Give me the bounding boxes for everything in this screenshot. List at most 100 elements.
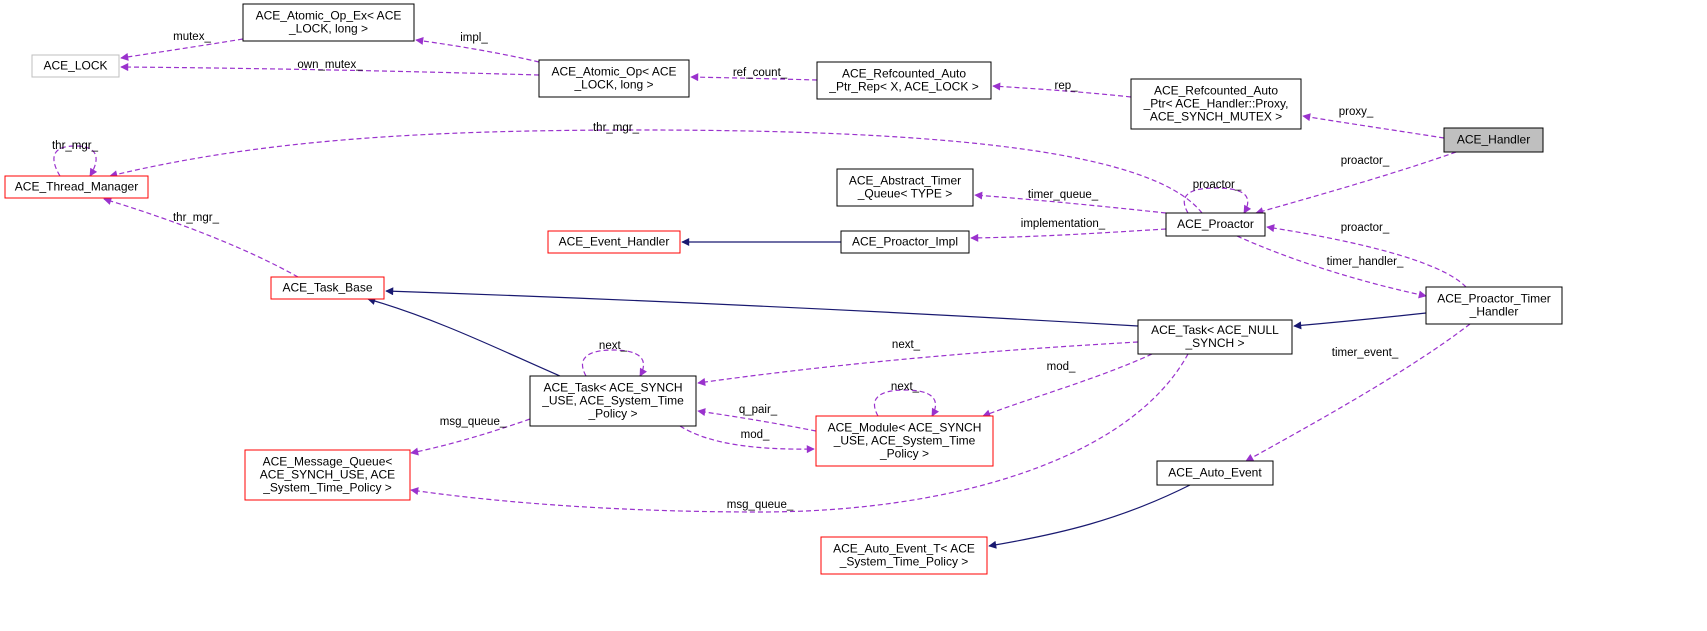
usage-edge-thr-mgr-top: [109, 129, 1203, 214]
usage-edge-mod-task-null: [982, 353, 1153, 418]
class-box: [538, 59, 690, 98]
class-name-line: ACE_Module< ACE_SYNCH: [828, 421, 982, 435]
class-box: [529, 375, 697, 427]
class-box: [816, 61, 992, 100]
usage-edge-q-pair: [697, 408, 817, 432]
usage-edge-rep: [992, 82, 1132, 98]
class-name-line: ACE_Abstract_Timer: [849, 174, 961, 188]
edge-label-proactor-self: proactor_: [1193, 179, 1242, 191]
class-name-line: ACE_Atomic_Op< ACE: [551, 65, 676, 79]
edge-label-rep: rep_: [1054, 80, 1078, 92]
class-node-proactor[interactable]: ACE_Proactor: [1165, 212, 1266, 237]
usage-edge-next-task-null: [697, 341, 1139, 386]
class-name-line: ACE_SYNCH_MUTEX >: [1150, 110, 1282, 124]
edge-label-timer-event: timer_event_: [1332, 347, 1399, 359]
class-name-line: _Policy >: [879, 447, 929, 461]
edge-label-mutex: mutex_: [173, 31, 211, 43]
class-name-line: _Queue< TYPE >: [857, 187, 953, 201]
class-box: [1165, 212, 1266, 237]
class-node-ace-handler[interactable]: ACE_Handler: [1443, 127, 1544, 153]
class-name-line: ACE_Event_Handler: [559, 235, 670, 249]
edge-label-thr-mgr-top: thr_mgr_: [593, 122, 640, 134]
class-name-line: ACE_LOCK: [43, 59, 107, 73]
class-box: [820, 536, 988, 575]
class-box: [547, 230, 681, 254]
class-box: [1137, 319, 1293, 355]
class-name-line: _LOCK, long >: [288, 22, 368, 36]
edge-label-mod-task-null: mod_: [1047, 361, 1076, 373]
edge-label-mod-task-synch: mod_: [741, 429, 770, 441]
class-name-line: _USE, ACE_System_Time: [541, 394, 684, 408]
class-node-atomic-op-ex[interactable]: ACE_Atomic_Op_Ex< ACE_LOCK, long >: [242, 3, 415, 42]
class-name-line: ACE_SYNCH_USE, ACE: [260, 468, 395, 482]
class-node-module[interactable]: ACE_Module< ACE_SYNCH_USE, ACE_System_Ti…: [815, 415, 994, 467]
class-name-line: _Ptr< ACE_Handler::Proxy,: [1143, 97, 1289, 111]
class-box: [840, 230, 970, 254]
usage-edge-thr-mgr-self: [53, 145, 98, 177]
usage-edge-implementation: [970, 228, 1167, 242]
class-node-task-synch[interactable]: ACE_Task< ACE_SYNCH_USE, ACE_System_Time…: [529, 375, 697, 427]
class-name-line: ACE_Atomic_Op_Ex< ACE: [256, 9, 402, 23]
edge-label-next-module-self: next_: [891, 381, 920, 393]
class-box: [1443, 127, 1544, 153]
usage-edge-proxy: [1302, 113, 1445, 139]
class-node-ace-lock[interactable]: ACE_LOCK: [31, 54, 120, 78]
class-name-line: ACE_Auto_Event_T< ACE: [833, 542, 975, 556]
inheritance-edge-inherit-synch: [367, 297, 561, 377]
class-box: [815, 415, 994, 467]
class-name-line: _Ptr_Rep< X, ACE_LOCK >: [828, 80, 978, 94]
class-name-line: _SYNCH >: [1184, 336, 1244, 350]
class-name-line: _LOCK, long >: [573, 78, 653, 92]
class-box: [4, 175, 149, 199]
usage-edge-impl: [415, 37, 540, 63]
usage-edge-mod-task-synch: [679, 425, 815, 454]
class-node-proactor-timer-handler[interactable]: ACE_Proactor_Timer_Handler: [1425, 286, 1563, 325]
class-box: [244, 449, 411, 501]
class-name-line: _System_Time_Policy >: [839, 555, 969, 569]
edge-label-msg-queue-null: msg_queue_: [727, 499, 794, 511]
class-name-line: _USE, ACE_System_Time: [833, 434, 976, 448]
class-node-proxy-ptr[interactable]: ACE_Refcounted_Auto_Ptr< ACE_Handler::Pr…: [1130, 78, 1302, 130]
class-node-proactor-impl[interactable]: ACE_Proactor_Impl: [840, 230, 970, 254]
class-node-auto-event[interactable]: ACE_Auto_Event: [1156, 460, 1274, 486]
class-box: [836, 168, 974, 207]
usage-edge-thr-mgr-task: [103, 197, 299, 278]
class-node-thread-mgr[interactable]: ACE_Thread_Manager: [4, 175, 149, 199]
class-name-line: ACE_Refcounted_Auto: [842, 67, 966, 81]
class-box: [270, 276, 385, 300]
usage-edge-ref-count: [690, 73, 818, 82]
edge-label-thr-mgr-task: thr_mgr_: [173, 212, 220, 224]
class-name-line: ACE_Task< ACE_SYNCH: [543, 381, 682, 395]
class-node-abs-timer-queue[interactable]: ACE_Abstract_Timer_Queue< TYPE >: [836, 168, 974, 207]
class-node-task-base[interactable]: ACE_Task_Base: [270, 276, 385, 300]
class-node-event-handler[interactable]: ACE_Event_Handler: [547, 230, 681, 254]
edge-label-own-mutex: own_mutex_: [297, 59, 363, 71]
edge-label-thr-mgr-self: thr_mgr_: [52, 140, 99, 152]
edge-label-msg-queue-synch: msg_queue_: [440, 416, 507, 428]
class-name-line: ACE_Task< ACE_NULL: [1151, 323, 1279, 337]
class-name-line: ACE_Proactor: [1177, 217, 1254, 231]
edge-label-next-task-self: next_: [599, 340, 628, 352]
usage-edge-proactor-handler: [1255, 151, 1457, 215]
edge-label-next-task-null: next_: [892, 339, 921, 351]
usage-edge-timer-queue: [974, 191, 1167, 214]
usage-edge-next-task-self: [581, 349, 647, 377]
class-name-line: ACE_Refcounted_Auto: [1154, 84, 1278, 98]
class-node-task-null[interactable]: ACE_Task< ACE_NULL_SYNCH >: [1137, 319, 1293, 355]
class-node-rc-rep[interactable]: ACE_Refcounted_Auto_Ptr_Rep< X, ACE_LOCK…: [816, 61, 992, 100]
class-node-atomic-op[interactable]: ACE_Atomic_Op< ACE_LOCK, long >: [538, 59, 690, 98]
class-name-line: ACE_Message_Queue<: [263, 455, 393, 469]
class-node-auto-event-t[interactable]: ACE_Auto_Event_T< ACE_System_Time_Policy…: [820, 536, 988, 575]
class-box: [1156, 460, 1274, 486]
class-name-line: ACE_Task_Base: [282, 281, 372, 295]
edge-label-proactor-timer: proactor_: [1341, 222, 1390, 234]
edge-label-impl: impl_: [460, 32, 488, 44]
edge-label-q-pair: q_pair_: [739, 404, 778, 416]
usage-edge-proactor-timer: [1266, 224, 1467, 288]
class-name-line: ACE_Proactor_Timer: [1437, 292, 1551, 306]
class-node-msg-queue[interactable]: ACE_Message_Queue<ACE_SYNCH_USE, ACE_Sys…: [244, 449, 411, 501]
class-box: [242, 3, 415, 42]
usage-edge-own-mutex: [120, 63, 540, 76]
edge-label-proactor-handler: proactor_: [1341, 155, 1390, 167]
